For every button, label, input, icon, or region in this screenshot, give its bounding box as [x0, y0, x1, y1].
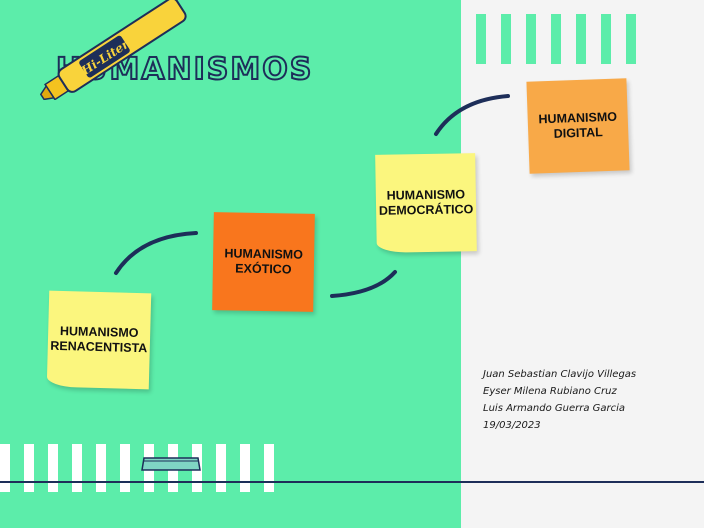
sticky-note-label: HUMANISMO RENACENTISTA	[50, 323, 148, 356]
sticky-note-label: HUMANISMO DIGITAL	[538, 109, 618, 141]
highlighter-icon: Hi-Liter	[40, 0, 187, 100]
credit-date: 19/03/2023	[483, 420, 541, 431]
top-stripes-decoration	[476, 14, 640, 64]
sticky-note-digital[interactable]: HUMANISMO DIGITAL	[526, 78, 630, 174]
credits-block: Juan Sebastian Clavijo Villegas Eyser Mi…	[483, 366, 636, 434]
sticky-note-label: HUMANISMO DEMOCRÁTICO	[378, 187, 474, 218]
connector-arc-1	[114, 231, 198, 275]
connector-arc-2	[330, 270, 397, 298]
sticky-note-democratico[interactable]: HUMANISMO DEMOCRÁTICO	[375, 153, 477, 253]
sticky-note-exotico[interactable]: HUMANISMO EXÓTICO	[212, 212, 315, 312]
eraser-icon	[141, 457, 201, 471]
credit-name-2: Eyser Milena Rubiano Cruz	[483, 386, 617, 397]
credit-name-3: Luis Armando Guerra Garcia	[483, 403, 626, 414]
credit-name-1: Juan Sebastian Clavijo Villegas	[483, 369, 637, 380]
bottom-stripes-decoration	[0, 444, 280, 492]
connector-arc-3	[434, 94, 510, 136]
sticky-note-label: HUMANISMO EXÓTICO	[224, 246, 303, 277]
baseline-divider	[0, 481, 704, 483]
sticky-note-renacentista[interactable]: HUMANISMO RENACENTISTA	[46, 290, 152, 390]
